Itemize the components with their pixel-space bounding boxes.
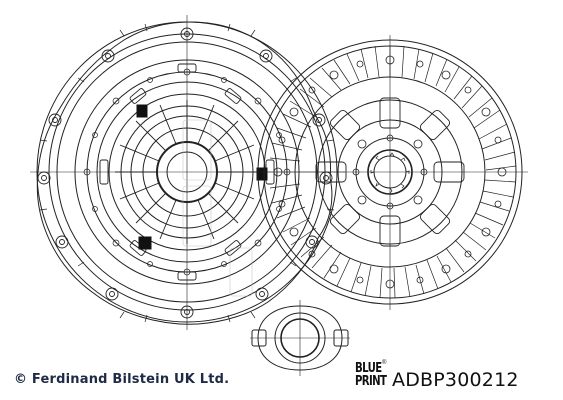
part-number: ADBP300212 (392, 369, 519, 391)
logo-line-2: PRINT (355, 374, 387, 389)
pressure-plate (30, 15, 345, 330)
registered-mark: ® (382, 360, 387, 366)
logo-line-1: BLUE (355, 361, 382, 376)
copyright-text: © Ferdinand Bilstein UK Ltd. (14, 372, 230, 387)
brand-watermark (182, 119, 253, 297)
clutch-disc (250, 35, 528, 310)
blue-print-logo: BLUE PRINT ® (355, 360, 389, 396)
release-bearing (250, 300, 350, 376)
